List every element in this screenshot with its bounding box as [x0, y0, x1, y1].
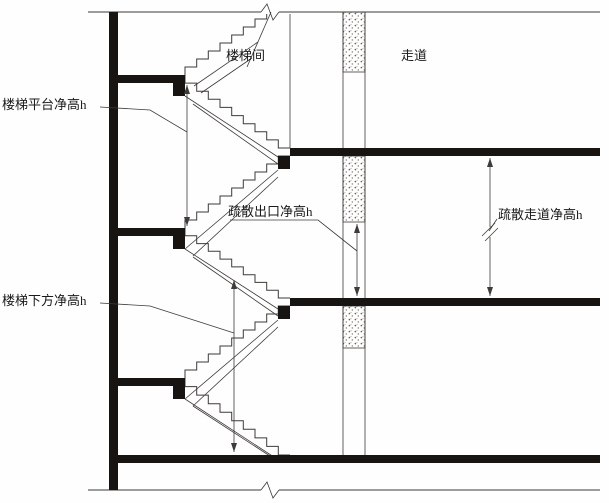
stair-flights: [184, 11, 290, 462]
under-stair-clearance-label: 楼梯下方净高h: [2, 293, 87, 308]
dimension-exit-clearance: 疏散出口净高h: [228, 204, 360, 296]
arrow-up-icon: [231, 280, 237, 289]
floor-beam: [278, 156, 290, 169]
wall-hatch-middle: [342, 155, 366, 223]
soffit-line: [184, 398, 281, 462]
wall-hatch-bottom: [342, 305, 366, 349]
cut-line: [246, 11, 272, 68]
ground-floor-slab: [118, 455, 600, 463]
landing-slab: [118, 75, 185, 83]
bottom-break-line: [88, 481, 600, 499]
partition-wall: [342, 11, 366, 455]
soffit-line: [192, 326, 279, 407]
arrow-up-icon: [184, 85, 190, 94]
wall-section: [109, 12, 118, 490]
leader-line: [99, 302, 235, 334]
step-line: [184, 228, 290, 299]
platform-clearance-label: 楼梯平台净高h: [2, 97, 87, 112]
leader-line: [230, 219, 358, 252]
arrow-up-icon: [354, 224, 360, 233]
soffit-line: [193, 41, 259, 87]
exit-clearance-label: 疏散出口净高h: [228, 204, 313, 219]
dimension-under-stair-clearance: 楼梯下方净高h: [2, 280, 237, 452]
top-break-line: [88, 3, 600, 21]
floor-slabs: [118, 148, 600, 463]
step-line: [184, 75, 290, 149]
corridor-floor-slab: [290, 298, 600, 306]
dimension-platform-clearance: 楼梯平台净高h: [2, 85, 190, 226]
soffit-line: [192, 176, 279, 257]
step-line: [184, 155, 290, 228]
stairwell-label: 楼梯间: [226, 48, 265, 63]
soffit-line: [184, 95, 279, 158]
soffit-line: [184, 248, 279, 310]
soffit-line: [192, 103, 279, 165]
corridor-floor-slab: [290, 148, 600, 156]
corridor-label: 走道: [401, 48, 427, 63]
landing-beam: [173, 236, 185, 249]
arrow-down-icon: [487, 287, 493, 296]
break-tick-icon: [484, 227, 499, 242]
step-line: [184, 14, 268, 75]
room-labels: 楼梯间 走道: [226, 48, 427, 63]
soffit-line: [184, 319, 279, 400]
step-line: [184, 378, 290, 456]
break-zigzag-icon: [260, 3, 280, 21]
arrow-down-icon: [354, 287, 360, 296]
soffit-line: [192, 405, 274, 459]
stair-landings: [118, 75, 185, 399]
flight-4-up: [184, 305, 290, 407]
arrow-down-icon: [231, 443, 237, 452]
soffit-line: [184, 169, 279, 250]
arrow-up-icon: [487, 158, 493, 167]
flight-1-down: [184, 75, 290, 165]
flight-5-down: [184, 378, 290, 462]
break-zigzag-icon: [260, 481, 280, 499]
step-line: [184, 305, 290, 378]
soffit-line: [200, 57, 253, 94]
flight-2-up: [184, 155, 290, 257]
arrow-down-icon: [184, 217, 190, 226]
left-wall: [109, 12, 118, 490]
leader-line: [99, 106, 188, 133]
landing-beam: [173, 386, 185, 399]
dimension-corridor-clearance: 疏散走道净高h: [481, 158, 583, 296]
flight-top-cut: [184, 11, 272, 94]
wall-hatch-top: [342, 11, 366, 73]
corridor-clearance-label: 疏散走道净高h: [498, 207, 583, 222]
landing-slab: [118, 228, 185, 236]
landing-slab: [118, 378, 185, 386]
floor-beam: [278, 306, 290, 319]
leader-line: [488, 218, 498, 232]
landing-beam: [173, 83, 185, 96]
flight-3-down: [184, 228, 290, 317]
